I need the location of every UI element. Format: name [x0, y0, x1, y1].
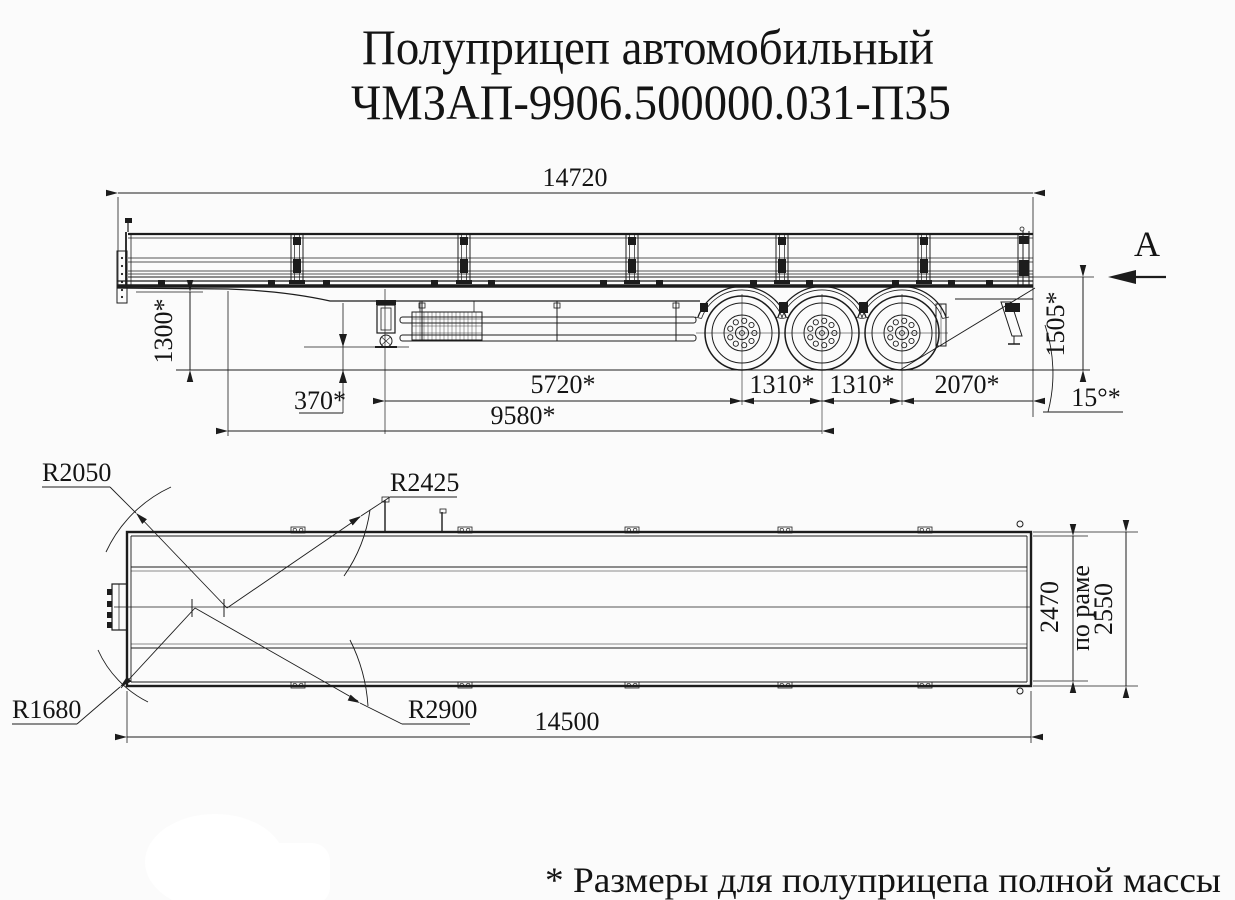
- view-label: A: [1134, 224, 1160, 264]
- radius-rear-corner: R1680: [12, 695, 81, 724]
- side-view: 14720 1300* 370* 5720* 1310* 1310* 2070*: [105, 163, 1166, 436]
- view-direction-arrow: [1108, 270, 1166, 284]
- footnote: * Размеры для полуприцепа полной массы: [545, 860, 1221, 900]
- dim-frame-width: 2470: [1035, 581, 1064, 633]
- title-line-1: Полуприцеп автомобильный: [362, 19, 934, 75]
- dim-overall-width: 2550: [1089, 583, 1118, 635]
- dim-overall-length: 14720: [543, 163, 608, 192]
- radius-rear-outer: R2900: [408, 695, 477, 724]
- watermark: [145, 814, 330, 900]
- dim-axle-spacing-23: 1310*: [830, 370, 895, 399]
- radius-front-corner: R2050: [42, 458, 111, 487]
- dim-front-to-axle2: 9580*: [491, 401, 556, 430]
- plan-view-dimensions: 14500 2470 по раме 2550: [114, 519, 1138, 743]
- dim-front-frame-height: 1300*: [149, 299, 178, 364]
- dim-frame-width-note: по раме: [1066, 565, 1095, 651]
- plan-view-body: R2050 R2425 R1680 R2900: [12, 458, 1033, 725]
- dim-platform-length: 14500: [535, 707, 600, 736]
- front-bracket: [107, 583, 128, 631]
- landing-gear: [375, 300, 397, 348]
- mudflap: [935, 303, 947, 347]
- dim-support-clearance: 370*: [294, 386, 346, 415]
- side-guard-bars: [399, 301, 697, 342]
- dim-axle3-to-rear: 2070*: [935, 370, 1000, 399]
- dim-axle-spacing-12: 1310*: [750, 370, 815, 399]
- rear-underride-guard: [1000, 301, 1023, 345]
- dim-kingpin-to-axle1: 5720*: [531, 370, 596, 399]
- side-view-body: [116, 218, 1123, 434]
- side-view-dimensions: 14720 1300* 370* 5720* 1310* 1310* 2070*: [105, 163, 1166, 436]
- plan-view: R2050 R2425 R1680 R2900 14500 2470 по ра…: [12, 458, 1138, 743]
- title-line-2: ЧМЗАП-9906.500000.031-П35: [351, 74, 951, 130]
- radius-front-outer: R2425: [390, 468, 459, 497]
- dim-rear-frame-height: 1505*: [1041, 292, 1070, 357]
- drawing-title: Полуприцеп автомобильный ЧМЗАП-9906.5000…: [351, 19, 951, 130]
- dim-departure-angle: 15°*: [1071, 383, 1120, 412]
